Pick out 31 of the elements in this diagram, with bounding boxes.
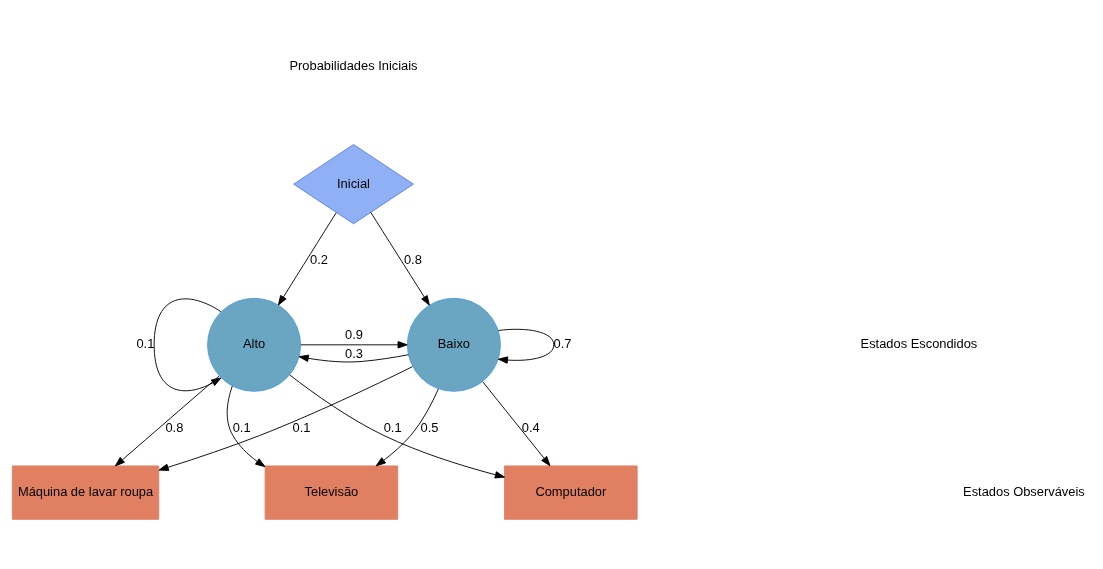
arrow bbox=[153, 298, 222, 392]
arrow bbox=[226, 385, 266, 468]
edge-label: 0.7 bbox=[553, 336, 572, 352]
arrow bbox=[278, 212, 337, 306]
node-box: Computador bbox=[504, 465, 638, 520]
label: Estados Escondidos bbox=[860, 336, 978, 352]
edge-label: 0.1 bbox=[383, 420, 402, 436]
node-box: Televisão bbox=[264, 465, 399, 520]
arrow bbox=[300, 341, 408, 349]
arrow bbox=[482, 381, 551, 467]
edge-label: 0.9 bbox=[345, 326, 363, 342]
node-diamond: Inicial bbox=[293, 144, 414, 225]
edge-label: 0.1 bbox=[232, 420, 251, 436]
edge-label: 0.5 bbox=[420, 420, 439, 436]
label: Estados Observáveis bbox=[963, 484, 1085, 500]
edge-label: 0.1 bbox=[136, 336, 155, 352]
edge-label: 0.3 bbox=[345, 345, 363, 361]
edge-label: 0.4 bbox=[521, 420, 540, 436]
arrow bbox=[298, 354, 409, 363]
arrow bbox=[114, 375, 220, 467]
edge-label: 0.8 bbox=[403, 252, 422, 268]
edge-label: 0.8 bbox=[165, 420, 184, 436]
arrow bbox=[497, 328, 555, 364]
edge-label: 0.2 bbox=[310, 252, 328, 268]
edge-label: 0.1 bbox=[292, 420, 311, 436]
node-box: Máquina de lavar roupa bbox=[11, 465, 160, 520]
label: Probabilidades Iniciais bbox=[289, 57, 418, 73]
arrow bbox=[158, 366, 413, 471]
arrow bbox=[289, 374, 505, 479]
arrow bbox=[375, 388, 439, 467]
arrow bbox=[370, 211, 430, 306]
